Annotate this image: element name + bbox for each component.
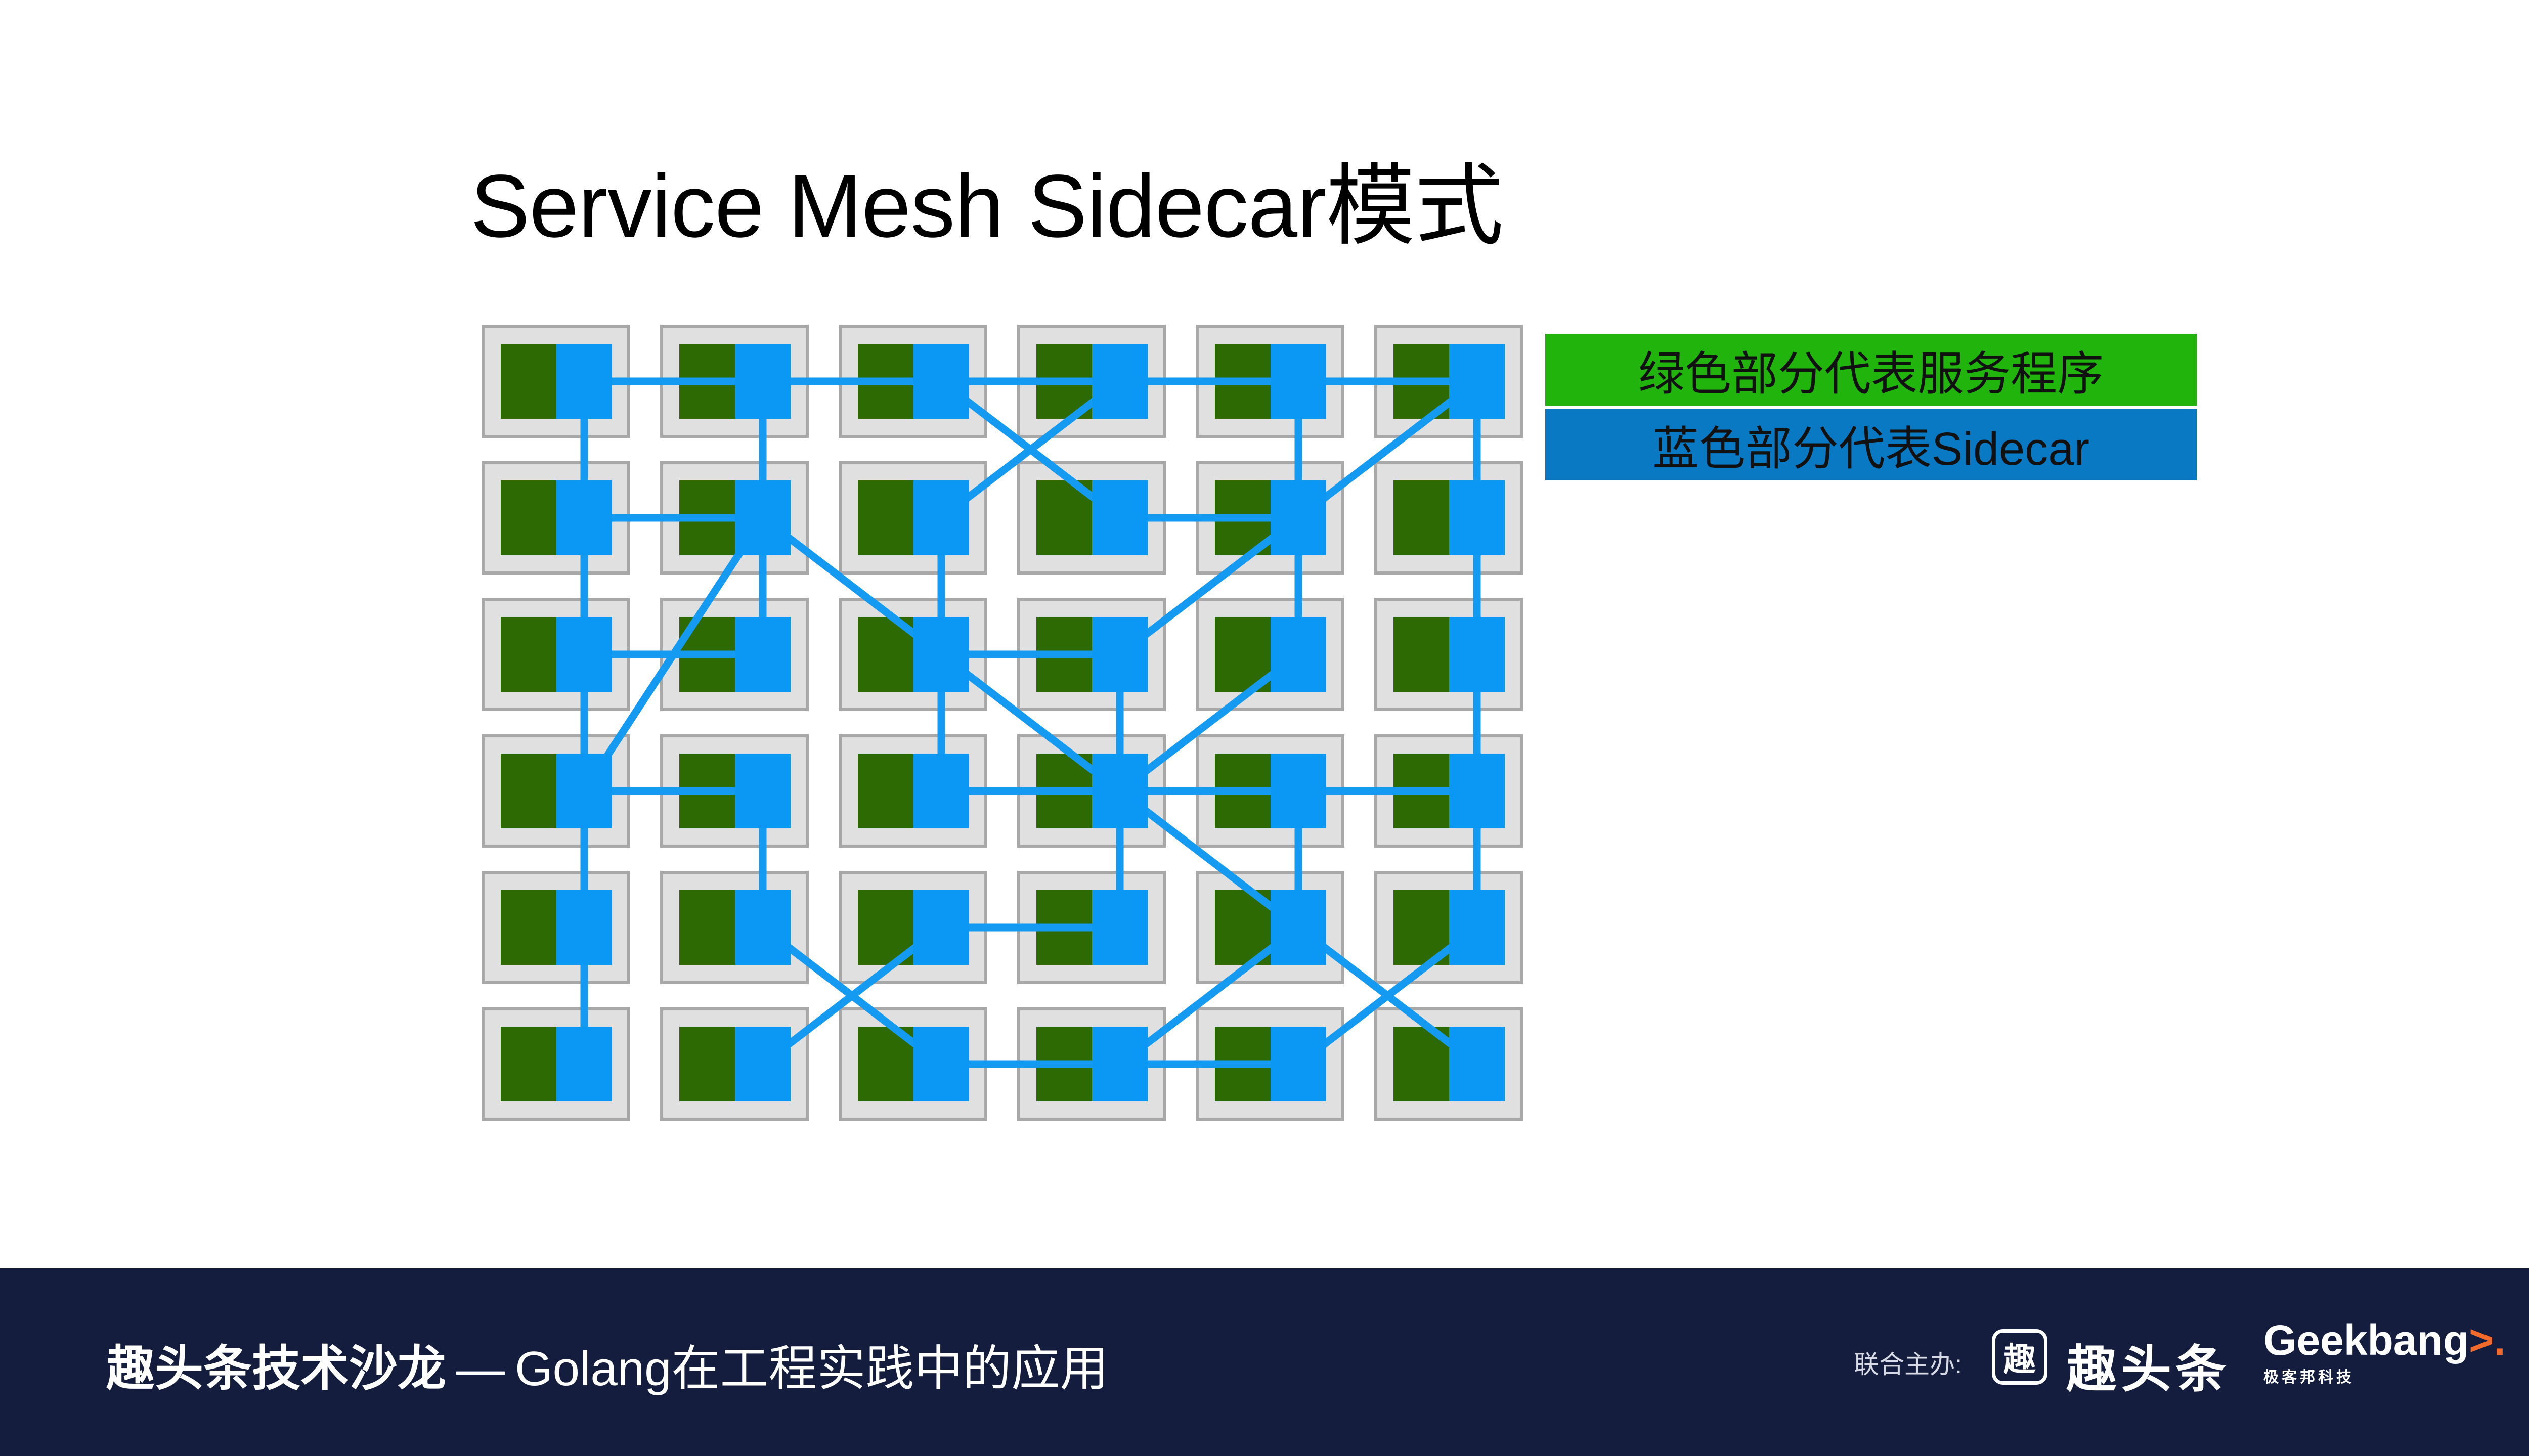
sidecar-r4-c2 xyxy=(913,890,969,965)
legend-service-label: 绿色部分代表服务程序 xyxy=(1638,348,2104,400)
service-r1-c0 xyxy=(501,480,556,555)
mesh-link-10 xyxy=(759,514,945,658)
sidecar-r4-c5 xyxy=(1449,890,1505,965)
sidecar-r0-c5 xyxy=(1449,344,1505,419)
mesh-link-38 xyxy=(1116,923,1302,1068)
sidecar-r2-c0 xyxy=(556,617,612,692)
geekbang-subtitle: 极客邦科技 xyxy=(2263,1369,2354,1386)
service-mesh-diagram xyxy=(482,325,1523,1121)
sidecar-r0-c0 xyxy=(556,344,612,419)
legend-sidecar: 蓝色部分代表Sidecar xyxy=(1545,409,2197,480)
service-r0-c0 xyxy=(501,344,556,419)
sidecar-r5-c1 xyxy=(735,1027,791,1101)
sidecar-r1-c1 xyxy=(735,480,791,555)
sidecar-r3-c3 xyxy=(1092,754,1148,828)
sidecar-r0-c3 xyxy=(1092,344,1148,419)
sidecar-r0-c2 xyxy=(913,344,969,419)
sidecar-r1-c3 xyxy=(1092,480,1148,555)
mesh-link-12 xyxy=(937,377,1124,522)
service-r4-c0 xyxy=(501,890,556,965)
sidecar-r4-c4 xyxy=(1271,890,1326,965)
sidecar-r2-c3 xyxy=(1092,617,1148,692)
sponsor-label: 联合主办: xyxy=(1854,1350,1962,1379)
qutoutiao-logo-text: 趣头条 xyxy=(2066,1341,2230,1398)
service-r2-c5 xyxy=(1393,617,1449,692)
service-r5-c1 xyxy=(679,1027,735,1101)
sidecar-r3-c0 xyxy=(556,754,612,828)
service-r1-c5 xyxy=(1393,480,1449,555)
sidecar-r4-c0 xyxy=(556,890,612,965)
mesh-link-17 xyxy=(1294,377,1481,522)
sidecar-r3-c2 xyxy=(913,754,969,828)
sidecar-r1-c0 xyxy=(556,480,612,555)
sidecar-r5-c0 xyxy=(556,1027,612,1101)
sidecar-r0-c1 xyxy=(735,344,791,419)
geekbang-logo: Geekbang>. 极客邦科技 xyxy=(2263,1319,2506,1387)
slide-title: Service Mesh Sidecar模式 xyxy=(470,157,1504,256)
sidecar-r5-c5 xyxy=(1449,1027,1505,1101)
legend-service-program: 绿色部分代表服务程序 xyxy=(1545,334,2197,406)
legend-sidecar-label: 蓝色部分代表Sidecar xyxy=(1652,423,2089,475)
qutoutiao-icon-glyph: 趣 xyxy=(2003,1341,2036,1378)
qutoutiao-logo-icon: 趣 xyxy=(1992,1329,2047,1385)
mesh-link-22 xyxy=(937,650,1124,795)
service-r3-c2 xyxy=(858,754,913,828)
geekbang-wordmark: Geekbang>. xyxy=(2263,1319,2506,1361)
footer-separator: — xyxy=(456,1342,505,1396)
sidecar-r1-c4 xyxy=(1271,480,1326,555)
sidecar-r1-c2 xyxy=(913,480,969,555)
sidecar-r2-c4 xyxy=(1271,617,1326,692)
footer-talk-topic: Golang在工程实践中的应用 xyxy=(515,1342,1109,1396)
mesh-link-15 xyxy=(1116,514,1302,658)
mesh-link-32 xyxy=(1116,787,1302,932)
sidecars-layer xyxy=(556,344,1505,1101)
sidecar-r3-c5 xyxy=(1449,754,1505,828)
sidecar-r3-c4 xyxy=(1271,754,1326,828)
sidecar-r3-c1 xyxy=(735,754,791,828)
footer-bar: 趣头条技术沙龙—Golang在工程实践中的应用 联合主办: 趣 趣头条 Geek… xyxy=(0,1268,2529,1456)
service-r3-c0 xyxy=(501,754,556,828)
service-r1-c2 xyxy=(858,480,913,555)
sidecar-r5-c2 xyxy=(913,1027,969,1101)
service-r2-c0 xyxy=(501,617,556,692)
sidecar-r4-c3 xyxy=(1092,890,1148,965)
sidecar-r2-c2 xyxy=(913,617,969,692)
geekbang-name: Geekbang xyxy=(2263,1316,2469,1364)
sidecar-r1-c5 xyxy=(1449,480,1505,555)
sidecar-r0-c4 xyxy=(1271,344,1326,419)
mesh-link-25 xyxy=(1116,650,1302,795)
footer-title: 趣头条技术沙龙—Golang在工程实践中的应用 xyxy=(106,1329,1109,1399)
pods-layer xyxy=(482,325,1523,1121)
sidecar-r2-c1 xyxy=(735,617,791,692)
service-r4-c1 xyxy=(679,890,735,965)
geekbang-arrow-icon: >. xyxy=(2469,1316,2506,1364)
sidecar-r4-c1 xyxy=(735,890,791,965)
sidecar-r5-c3 xyxy=(1092,1027,1148,1101)
mesh-link-40 xyxy=(1294,923,1481,1068)
mesh-link-37 xyxy=(759,923,945,1068)
footer-event-name: 趣头条技术沙龙 xyxy=(106,1342,446,1396)
sidecar-r5-c4 xyxy=(1271,1027,1326,1101)
service-r5-c0 xyxy=(501,1027,556,1101)
sidecar-r2-c5 xyxy=(1449,617,1505,692)
